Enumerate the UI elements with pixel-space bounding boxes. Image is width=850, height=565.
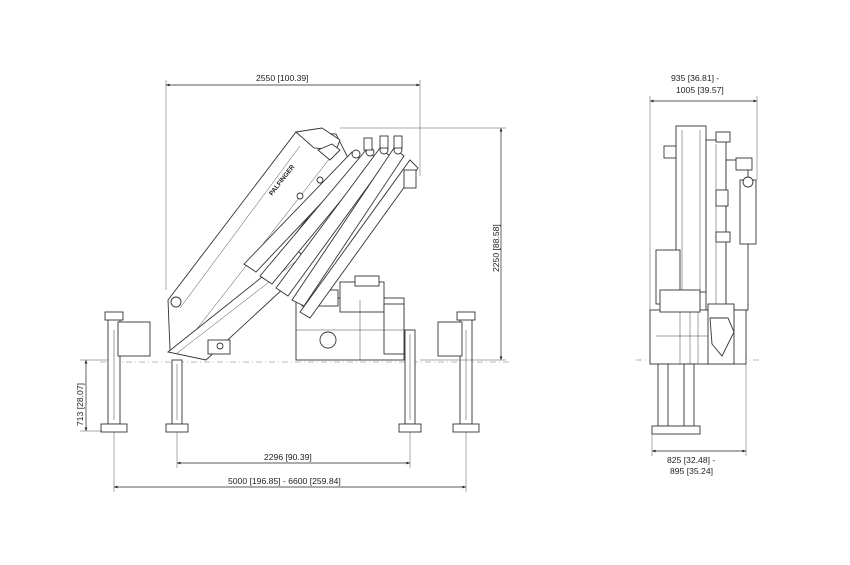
side-base xyxy=(649,249,747,365)
dim-label-leg-height: 713 [28.07] xyxy=(75,383,85,426)
dim-height xyxy=(340,127,506,361)
dim-side-bottom xyxy=(651,364,747,456)
dim-label-side-top-1: 935 [36.81] - xyxy=(671,73,719,83)
inner-left-leg xyxy=(165,359,189,433)
crane-base xyxy=(295,275,405,361)
side-view: 935 [36.81] - 1005 [39.57] 825 [32.48] -… xyxy=(636,73,760,476)
dim-label-side-top-2: 1005 [39.57] xyxy=(676,85,724,95)
side-legs xyxy=(651,363,701,435)
side-boom-column xyxy=(663,125,757,353)
extension-booms xyxy=(243,135,419,319)
dim-side-top xyxy=(649,96,758,310)
dim-inner-outrigger xyxy=(176,432,411,468)
front-view: PALFINGER xyxy=(75,73,512,492)
dim-label-outrigger-span: 5000 [196.85] - 6600 [259.84] xyxy=(228,476,341,486)
left-outrigger-leg xyxy=(100,311,151,433)
dim-label-height: 2250 [88.58] xyxy=(491,224,501,272)
dim-leg-height xyxy=(80,359,108,432)
dim-label-side-bottom-1: 825 [32.48] - xyxy=(667,455,715,465)
dim-label-side-bottom-2: 895 [35.24] xyxy=(670,466,713,476)
dim-outrigger-span xyxy=(113,432,467,492)
dim-label-overall-width: 2550 [100.39] xyxy=(256,73,309,83)
dim-label-inner-outrigger: 2296 [90.39] xyxy=(264,452,312,462)
inner-right-leg xyxy=(398,329,422,433)
right-outrigger-leg xyxy=(437,311,480,433)
